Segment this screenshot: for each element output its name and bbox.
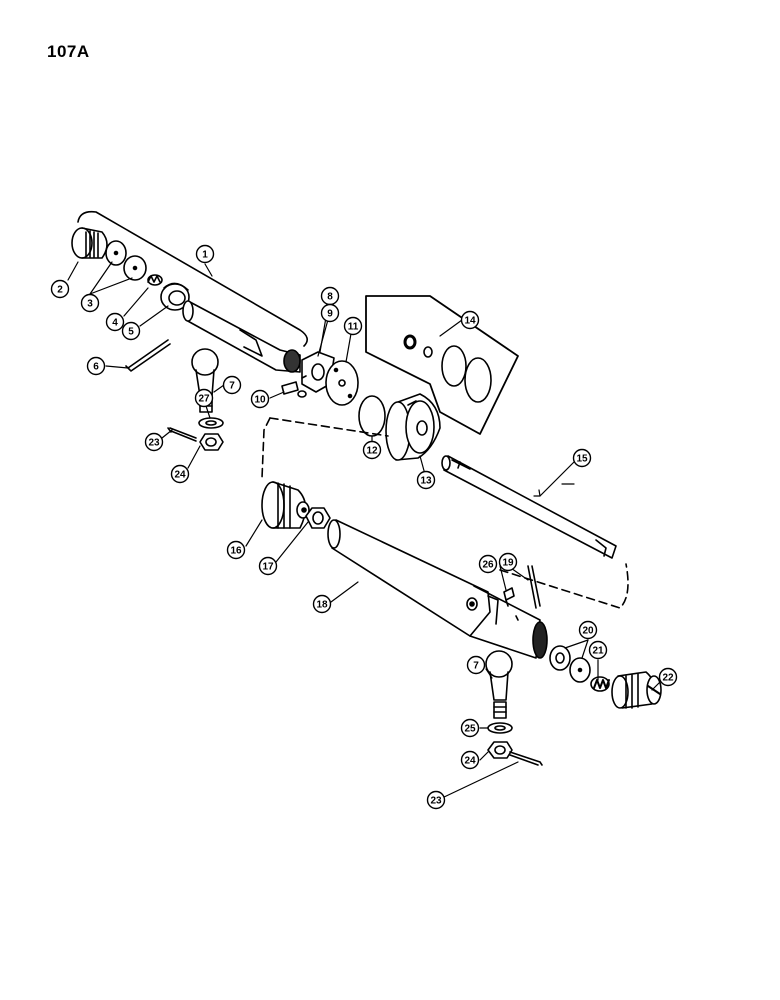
callout-circle-c4 (105, 312, 125, 332)
callout-number-c25: 25 (464, 724, 476, 735)
callout-circle-c23b (426, 790, 446, 810)
part-o-ring-12 (358, 395, 386, 437)
callout-circle-c7a (222, 375, 242, 395)
part-ball-stud-bottom (485, 650, 513, 719)
callout-circle-c17 (258, 556, 278, 576)
part-seat-5 (160, 282, 190, 311)
part-fitting-26 (503, 587, 515, 607)
dashed-leader (499, 563, 629, 609)
part-spring-4 (147, 274, 163, 286)
dashed-leader (261, 417, 271, 479)
part-nut-24-bottom (487, 741, 513, 759)
callout-number-c3: 3 (87, 299, 93, 310)
callout-circle-c18 (312, 594, 332, 614)
callout-number-c21: 21 (592, 646, 604, 657)
callout-circle-c10 (250, 389, 270, 409)
callout-number-c7b: 7 (473, 661, 479, 672)
callout-circle-c24a (170, 464, 190, 484)
page-number: 107A (47, 42, 90, 61)
callout-number-c24a: 24 (174, 470, 186, 481)
part-spring-21 (590, 676, 610, 692)
part-tube-1 (182, 300, 301, 373)
callout-circle-c21 (588, 640, 608, 660)
callout-circle-c13 (416, 470, 436, 490)
callout-circle-c15 (572, 448, 592, 468)
callout-number-c17: 17 (262, 562, 274, 573)
callout-labels: 1234567891011121314151617181920212223242… (50, 244, 678, 810)
part-nut-17 (305, 507, 331, 529)
callout-circle-c1 (195, 244, 215, 264)
callout-number-c26: 26 (482, 560, 494, 571)
callout-number-c8: 8 (327, 292, 333, 303)
callout-number-c23b: 23 (430, 796, 442, 807)
callout-number-c18: 18 (316, 600, 328, 611)
callout-number-c9: 9 (327, 309, 333, 320)
callout-number-c2: 2 (57, 285, 63, 296)
callout-circle-c23a (144, 432, 164, 452)
callout-circle-c5 (121, 321, 141, 341)
callout-number-c14: 14 (464, 316, 476, 327)
part-washer-27 (198, 417, 224, 429)
callout-circle-c16 (226, 540, 246, 560)
part-seal-kit-14-box (365, 295, 519, 435)
callout-circle-c22 (658, 667, 678, 687)
part-screw-10 (281, 381, 307, 398)
part-end-plug-top (71, 227, 108, 259)
callout-circle-c14 (460, 310, 480, 330)
callout-number-c15: 15 (576, 454, 588, 465)
callout-circle-c11 (343, 316, 363, 336)
callout-circle-c12 (362, 440, 382, 460)
callout-number-c22: 22 (662, 673, 674, 684)
callout-circle-c26 (478, 554, 498, 574)
callout-circle-c20 (578, 620, 598, 640)
callout-number-c1: 1 (202, 250, 208, 261)
callout-circle-c2 (50, 279, 70, 299)
callout-number-c11: 11 (348, 322, 359, 333)
part-rod-15 (441, 455, 617, 559)
callout-number-c10: 10 (254, 395, 266, 406)
dashed-leader (269, 417, 389, 437)
callout-number-c27: 27 (198, 394, 210, 405)
callout-number-c16: 16 (230, 546, 242, 557)
callout-number-c19: 19 (502, 558, 514, 569)
callout-number-c5: 5 (128, 327, 134, 338)
callout-number-c4: 4 (112, 318, 118, 329)
callout-number-c6: 6 (93, 362, 99, 373)
callout-circle-c24b (460, 750, 480, 770)
callout-number-c23a: 23 (148, 438, 160, 449)
callout-circle-c25 (460, 718, 480, 738)
callout-number-c7a: 7 (229, 381, 235, 392)
part-pin-19 (527, 565, 541, 609)
callout-circle-c27 (194, 388, 214, 408)
callout-number-c24b: 24 (464, 756, 476, 767)
part-plate-11 (325, 360, 359, 406)
part-end-plug-bottom (611, 671, 662, 709)
part-washer-20a (549, 645, 571, 671)
callout-circle-c7b (466, 655, 486, 675)
callout-circle-c3 (80, 293, 100, 313)
part-cylinder-18 (327, 519, 548, 659)
callout-number-c12: 12 (366, 446, 378, 457)
callout-circle-c6 (86, 356, 106, 376)
callout-number-c20: 20 (582, 626, 594, 637)
callout-circle-c9 (320, 303, 340, 323)
assembly-bracket (77, 210, 308, 347)
callout-circle-c19 (498, 552, 518, 572)
part-cotter-pin-6 (125, 339, 171, 372)
part-cotter-pin-23-bottom (509, 751, 543, 766)
callout-number-c13: 13 (420, 476, 432, 487)
part-piston-13 (385, 393, 441, 461)
part-washer-25 (487, 722, 513, 734)
part-nut-24-top (199, 433, 224, 451)
part-head-16 (261, 481, 310, 529)
